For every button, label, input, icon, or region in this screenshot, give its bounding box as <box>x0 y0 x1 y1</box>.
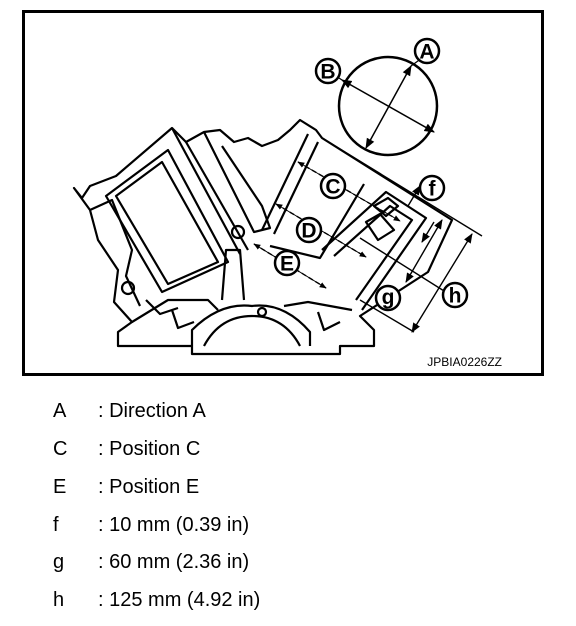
legend-key: g <box>53 551 65 573</box>
svg-text:h: h <box>449 285 462 308</box>
callout-C: C <box>319 172 347 200</box>
callout-D: D <box>295 216 323 244</box>
legend-desc: : 60 mm (2.36 in) <box>98 551 250 573</box>
legend-desc: : 10 mm (0.39 in) <box>98 514 250 536</box>
legend-key: h <box>53 589 65 611</box>
callout-E: E <box>273 249 301 277</box>
legend-item: f : 10 mm (0.39 in) <box>0 510 576 540</box>
svg-text:A: A <box>419 41 434 64</box>
callout-g: g <box>374 284 402 312</box>
svg-text:g: g <box>382 286 395 309</box>
callout-A: A <box>413 37 441 65</box>
legend-key: f <box>53 514 59 536</box>
figure-frame <box>22 10 544 376</box>
svg-text:D: D <box>301 220 316 243</box>
engine-block-diagram: A B C D E f g h JPBIA022 <box>22 10 544 376</box>
legend-item: A : Direction A <box>0 396 576 426</box>
svg-text:E: E <box>280 253 294 276</box>
dimension-lines <box>321 137 483 333</box>
callout-f: f <box>418 174 446 202</box>
legend-key: C <box>53 438 68 460</box>
legend-desc: : Direction A <box>98 400 206 422</box>
callout-h: h <box>441 281 469 309</box>
callout-B: B <box>314 57 342 85</box>
svg-text:C: C <box>325 176 340 199</box>
legend-item: E : Position E <box>0 472 576 502</box>
legend-item: g : 60 mm (2.36 in) <box>0 547 576 577</box>
legend-desc: : 125 mm (4.92 in) <box>98 589 261 611</box>
svg-text:f: f <box>429 178 437 201</box>
legend-item: h : 125 mm (4.92 in) <box>0 585 576 615</box>
legend-key: E <box>53 476 67 498</box>
legend-item: C : Position C <box>0 434 576 464</box>
svg-text:B: B <box>320 61 335 84</box>
legend-desc: : Position E <box>98 476 200 498</box>
figure-code: JPBIA0226ZZ <box>427 355 502 369</box>
legend-key: A <box>53 400 67 422</box>
legend-desc: : Position C <box>98 438 201 460</box>
